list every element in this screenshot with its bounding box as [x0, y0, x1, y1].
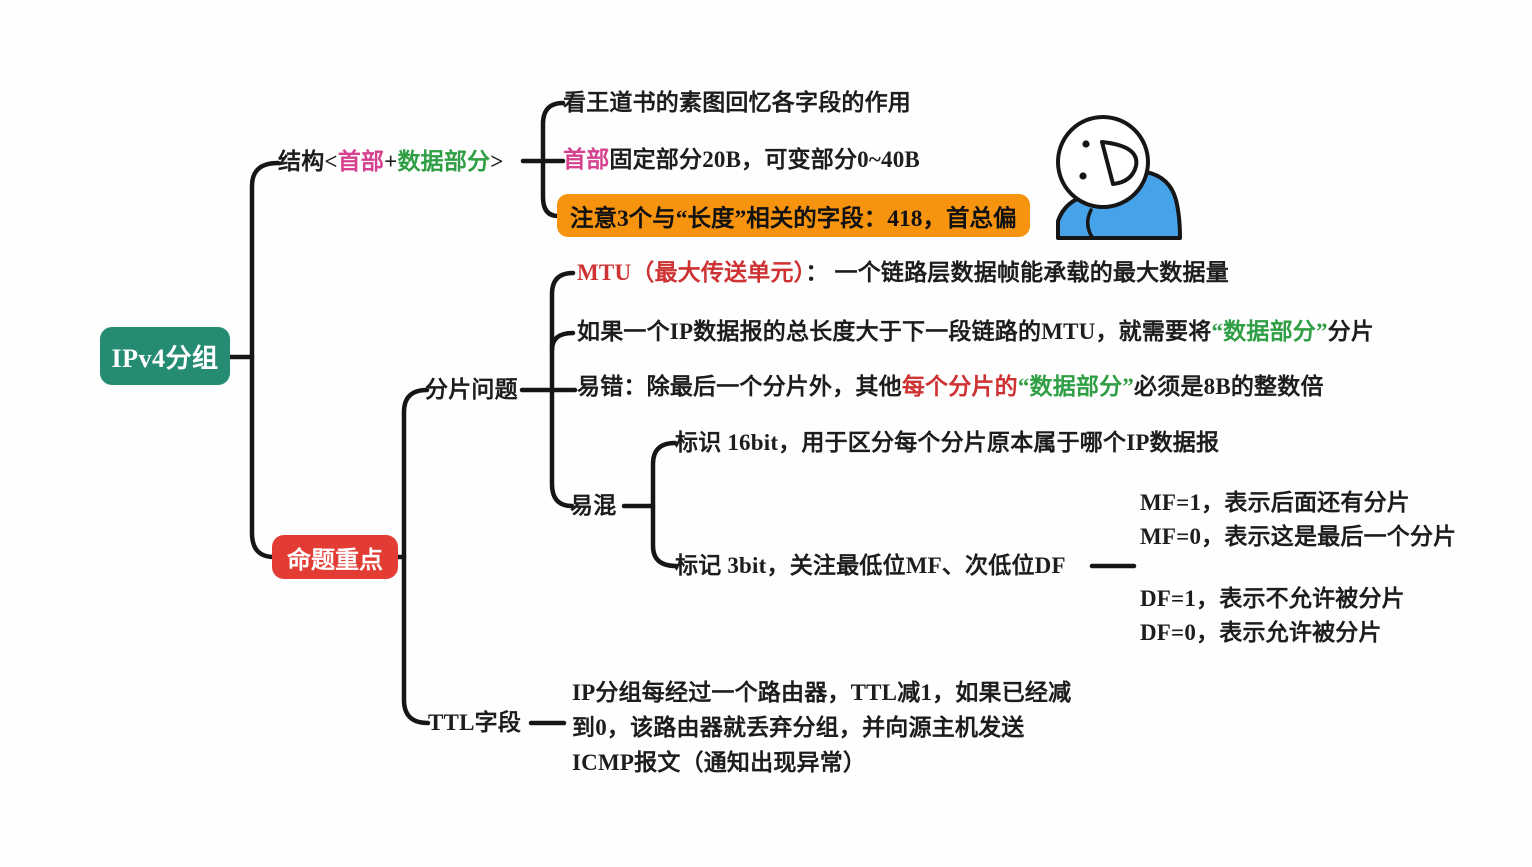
topic-split-rule[interactable]: 如果一个IP数据报的总长度大于下一段链路的MTU，就需要将“数据部分”分片 [577, 318, 1374, 346]
pitfall-green: “数据部分” [1017, 374, 1135, 399]
mascot-eye-bottom [1079, 172, 1087, 180]
structure-prefix: 结构< [278, 149, 338, 174]
pitfall-p1: 易错：除最后一个分片外，其他 [577, 374, 902, 399]
connector-fragment-split-elbow [549, 330, 576, 353]
pitfall-p2: 必须是8B的整数倍 [1134, 374, 1324, 399]
topic-fragmentation[interactable]: 分片问题 [425, 377, 518, 402]
note-df-values[interactable]: DF=1，表示不允许被分片 DF=0，表示允许被分片 [1140, 582, 1405, 650]
connector-fragment-spine [549, 270, 576, 509]
root-node-ipv4[interactable]: IPv4分组 [100, 327, 230, 385]
structure-suffix: > [490, 149, 504, 174]
structure-plus: + [384, 149, 398, 174]
topic-structure[interactable]: 结构<首部+数据部分> [278, 148, 504, 176]
mascot-head [1056, 115, 1150, 209]
note-mf-values[interactable]: MF=1，表示后面还有分片 MF=0，表示这是最后一个分片 [1140, 486, 1456, 554]
connector-exam-spine [401, 387, 431, 726]
structure-data-highlight: 数据部分 [397, 149, 491, 174]
df-1-line: DF=1，表示不允许被分片 [1140, 586, 1405, 611]
connector-structure-children-spine [540, 100, 566, 219]
topic-confusable[interactable]: 易混 [570, 493, 617, 518]
mascot-eye-top [1082, 140, 1090, 148]
split-rule-p2: 分片 [1327, 319, 1375, 344]
topic-recall-diagram[interactable]: 看王道书的素图回忆各字段的作用 [563, 90, 911, 115]
df-0-line: DF=0，表示允许被分片 [1140, 620, 1382, 645]
mf-0-line: MF=0，表示这是最后一个分片 [1140, 524, 1457, 549]
pitfall-red: 每个分片的 [901, 374, 1018, 399]
split-rule-green: “数据部分” [1211, 319, 1328, 344]
topic-flags-field[interactable]: 标记 3bit，关注最低位MF、次低位DF [675, 553, 1066, 578]
topic-ttl-field[interactable]: TTL字段 [428, 710, 522, 735]
mf-1-line: MF=1，表示后面还有分片 [1140, 490, 1410, 515]
note-ttl-description[interactable]: IP分组每经过一个路由器，TTL减1，如果已经减 到0，该路由器就丢弃分组，并向… [572, 675, 1071, 780]
mtu-highlight: MTU（最大传送单元） [577, 260, 806, 285]
topic-identification-field[interactable]: 标识 16bit，用于区分每个分片原本属于哪个IP数据报 [675, 430, 1220, 455]
exam-focus-node[interactable]: 命题重点 [272, 535, 398, 579]
ttl-description-line3: ICMP报文（通知出现异常） [572, 750, 867, 775]
connector-root-spine [249, 160, 281, 560]
topic-length-warning[interactable]: 注意3个与“长度”相关的字段：418，首总偏 [557, 194, 1030, 237]
mascot-mouth [1100, 140, 1139, 186]
mascot-sticker [1056, 115, 1182, 240]
mtu-rest: ： 一个链路层数据帧能承载的最大数据量 [805, 260, 1229, 285]
header-size-rest: 固定部分20B，可变部分0~40B [609, 147, 920, 172]
split-rule-p1: 如果一个IP数据报的总长度大于下一段链路的MTU，就需要将 [577, 319, 1212, 344]
topic-pitfall[interactable]: 易错：除最后一个分片外，其他每个分片的“数据部分”必须是8B的整数倍 [577, 373, 1324, 401]
topic-mtu[interactable]: MTU（最大传送单元）： 一个链路层数据帧能承载的最大数据量 [577, 259, 1229, 287]
ttl-description-line1: IP分组每经过一个路由器，TTL减1，如果已经减 [572, 680, 1072, 705]
header-size-highlight: 首部 [563, 147, 610, 172]
topic-header-size[interactable]: 首部固定部分20B，可变部分0~40B [563, 146, 920, 174]
mascot-arm-line [1086, 208, 1094, 239]
ttl-description-line2: 到0，该路由器就丢弃分组，并向源主机发送 [572, 715, 1025, 740]
connector-confusable-spine [650, 440, 679, 569]
structure-header-highlight: 首部 [337, 149, 385, 174]
